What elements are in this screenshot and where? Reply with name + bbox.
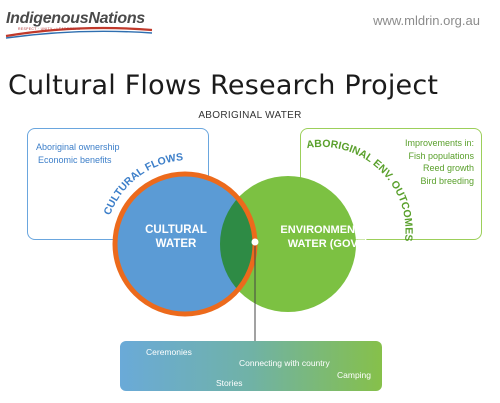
website-url: www.mldrin.org.au: [373, 13, 480, 28]
top-label: ABORIGINAL WATER: [198, 110, 302, 121]
stories-label: Stories: [216, 378, 243, 388]
logo-swoosh: [5, 26, 153, 39]
cultural-flows-benefits: Aboriginal ownership Economic benefits: [36, 141, 120, 166]
list-item: Bird breeding: [420, 175, 474, 186]
logo-tagline: RESPECT · UNITY · LEADERSHIP: [18, 27, 82, 31]
list-item: Aboriginal ownership: [36, 142, 120, 152]
list-item: Fish populations: [408, 150, 474, 161]
list-item: Economic benefits: [38, 154, 112, 165]
cultural-water-label: CULTURAL: [145, 224, 207, 236]
environmental-water-circle: [220, 176, 356, 312]
connector-dot: [251, 238, 259, 246]
env-outcomes-list: Improvements in: Fish populations Reed g…: [405, 137, 474, 187]
environmental-water-label: WATER (GOVT): [288, 238, 369, 250]
list-item: Reed growth: [422, 163, 474, 173]
cultural-water-label: WATER: [156, 238, 197, 250]
connecting-label: Connecting with country: [239, 358, 330, 368]
cultural-water-circle: [117, 176, 253, 312]
camping-label: Camping: [337, 370, 372, 380]
logo: IndigenousNations: [6, 10, 145, 27]
environmental-water-label: ENVIRONMENTAL: [280, 224, 375, 236]
list-item: Improvements in:: [404, 138, 474, 148]
cultural-values-box: [120, 341, 382, 391]
ceremonies-label: Ceremonies: [146, 347, 192, 357]
slide-title: Cultural Flows Research Project: [8, 70, 439, 101]
